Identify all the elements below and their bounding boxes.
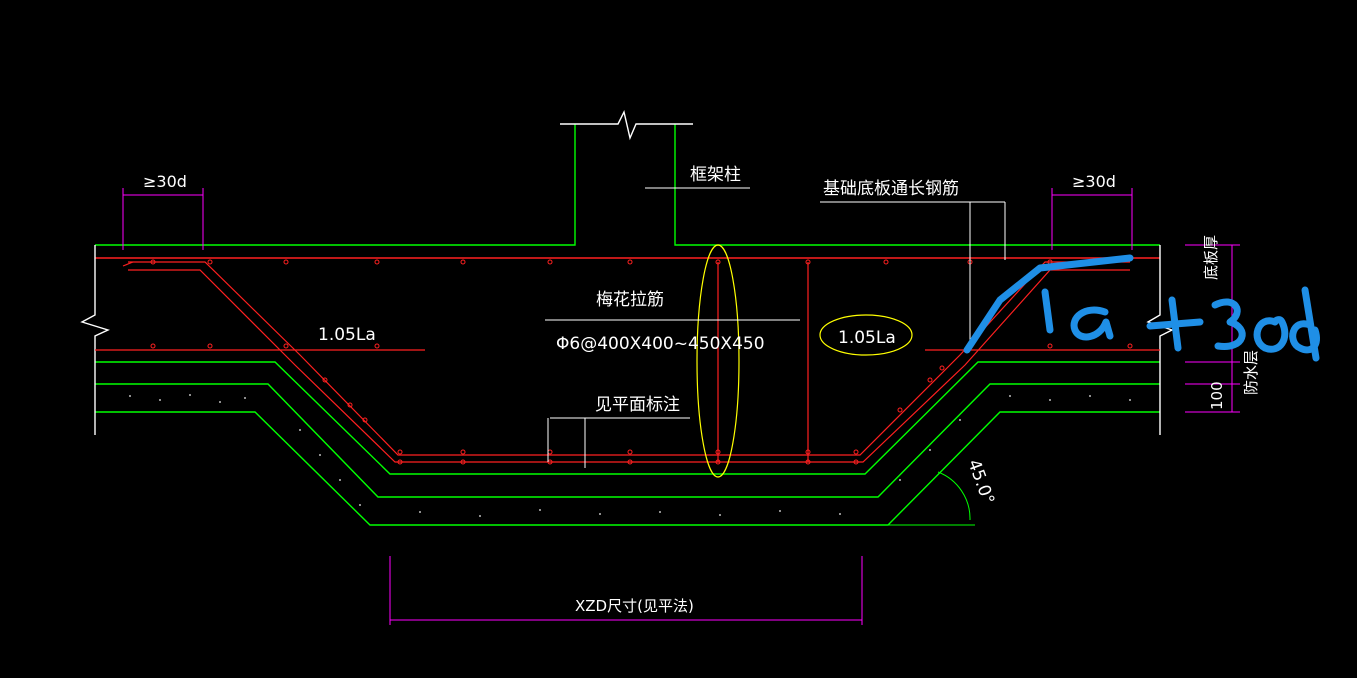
leader-lines <box>545 187 1006 468</box>
la-right-label: 1.05La <box>838 328 896 348</box>
dim-left-label: ≥30d <box>143 172 187 191</box>
concrete-hatch <box>129 394 1131 517</box>
waterproof-label: 防水层 <box>1242 350 1260 395</box>
dimension-lines <box>122 188 1240 625</box>
xzd-label: XZD尺寸(见平法) <box>575 597 694 615</box>
dim-right-label: ≥30d <box>1072 172 1116 191</box>
tie-highlight-ellipse <box>696 244 740 478</box>
angle-marker <box>888 471 975 526</box>
see-plan-label: 见平面标注 <box>595 395 680 415</box>
frame-column-label: 框架柱 <box>690 165 741 185</box>
plum-tie-label: 梅花拉筋 <box>596 290 664 310</box>
angle-label: 45.0° <box>963 457 998 507</box>
thickness-100-label: 100 <box>1208 381 1226 410</box>
la-left-label: 1.05La <box>318 325 376 345</box>
concrete-outline <box>80 109 1174 526</box>
slab-thickness-label: 底板厚 <box>1202 235 1220 280</box>
la-highlight-ellipse <box>819 314 913 356</box>
handwritten-annotation <box>963 254 1320 362</box>
tie-spec-label: Φ6@400X400~450X450 <box>556 334 765 354</box>
base-bar-label: 基础底板通长钢筋 <box>823 179 959 199</box>
